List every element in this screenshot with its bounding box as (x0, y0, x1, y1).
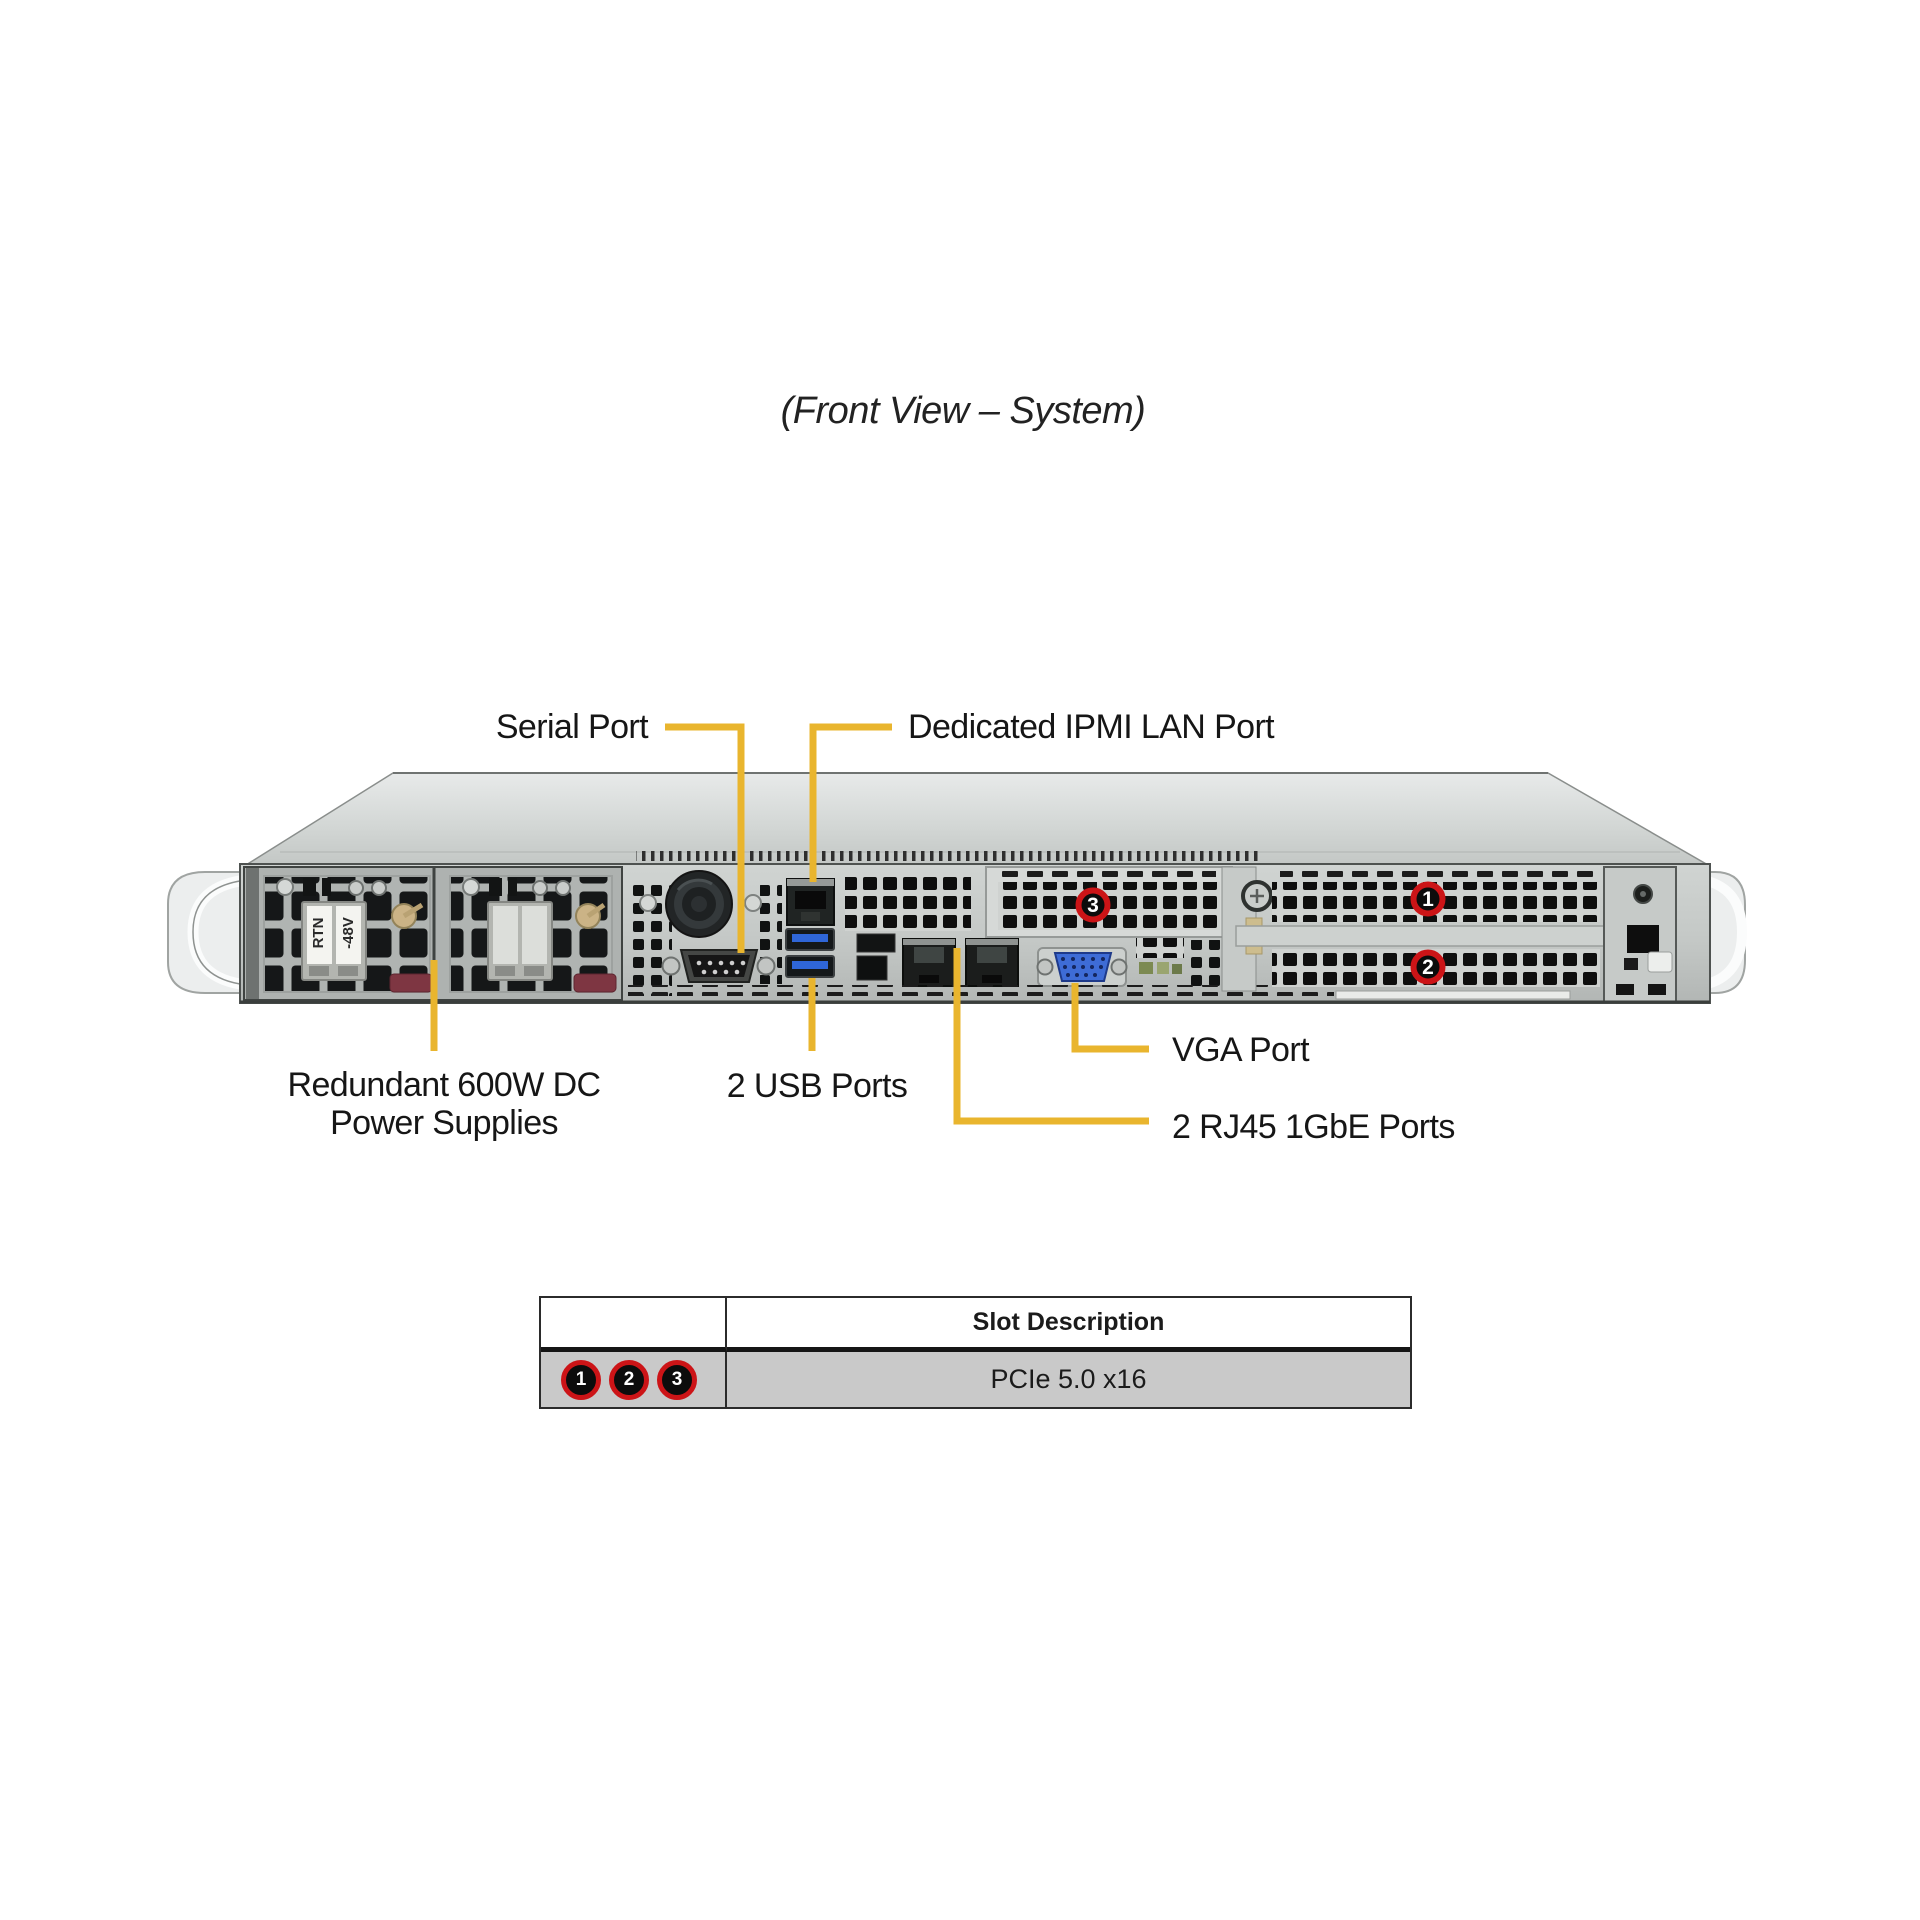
table-badge-1: 1 (561, 1359, 601, 1400)
callout-power-supplies-line1: Redundant 600W DC (287, 1066, 602, 1104)
psu-module-2 (449, 875, 617, 993)
callout-vga-port: VGA Port (1172, 1031, 1310, 1069)
lan-port-2 (965, 938, 1019, 987)
panel-screw (744, 894, 762, 912)
chassis-lid (243, 772, 1711, 866)
rj45-leader-line (953, 948, 1149, 1125)
slot-badge-3: 3 (1075, 887, 1111, 923)
table-badge-3: 3 (657, 1359, 697, 1400)
callout-power-supplies-line2: Power Supplies (330, 1104, 558, 1142)
thumbscrew (1241, 880, 1273, 912)
ipmi-lan-port (786, 878, 835, 926)
exhaust-fan (665, 870, 733, 938)
figure-title: (Front View – System) (780, 390, 1146, 432)
rack-ear-right (1699, 871, 1748, 994)
psu1-screw-hole (276, 878, 294, 896)
psu1-dc-terminal-block: RTN -48V (301, 901, 367, 981)
svg-text:1: 1 (1422, 888, 1434, 911)
right-end-panel (1603, 866, 1677, 1003)
slot-divider-rail (1235, 925, 1613, 947)
svg-text:2: 2 (1422, 956, 1434, 979)
psu2-dc-terminal-block (487, 901, 553, 981)
slot-table-badges-cell: 1 2 3 (541, 1352, 727, 1407)
psu-module-1: RTN -48V (263, 875, 433, 993)
psu-terminal-label-rtn: RTN (310, 918, 327, 949)
psu1-release-latch (389, 973, 433, 993)
vga-port (1036, 947, 1128, 987)
slot-table-header: Slot Description (727, 1298, 1410, 1352)
slot-table: Slot Description 1 2 3 PCIe 5.0 x16 (539, 1296, 1412, 1409)
callout-rj45-ports: 2 RJ45 1GbE Ports (1172, 1108, 1455, 1146)
lan-port-1 (902, 938, 956, 987)
lid-vent-strip (636, 848, 1261, 861)
usb-port-1 (785, 928, 835, 951)
callout-power-supplies: Redundant 600W DC Power Supplies (283, 1066, 605, 1142)
serial-port-leader-line (665, 723, 745, 953)
svg-text:3: 3 (1087, 894, 1099, 917)
vga-leader-line (1071, 983, 1149, 1053)
io-vent-grid (845, 873, 971, 931)
psu-terminal-label-48v: -48V (340, 917, 357, 949)
serial-port (661, 949, 776, 983)
callout-ipmi-lan-port: Dedicated IPMI LAN Port (908, 708, 1275, 746)
io-slot-opening (856, 933, 896, 953)
bottom-vent-dashes (628, 985, 1334, 996)
callout-serial-port: Serial Port (495, 708, 649, 746)
slot-badge-2: 2 (1410, 949, 1446, 985)
rack-ear-left (167, 871, 251, 994)
panel-screw (639, 894, 657, 912)
slot-table-header-badges-cell (541, 1298, 727, 1352)
psu2-release-latch (573, 973, 617, 993)
slot-description-value: PCIe 5.0 x16 (727, 1352, 1410, 1407)
server-rear-illustration: RTN -48V (167, 723, 1748, 1125)
slot-badge-1: 1 (1410, 881, 1446, 917)
callout-usb-ports: 2 USB Ports (726, 1067, 908, 1105)
usb-port-2 (785, 955, 835, 978)
ipmi-leader-line (809, 723, 892, 882)
table-badge-2: 2 (609, 1359, 649, 1400)
io-slot-opening (856, 955, 888, 981)
